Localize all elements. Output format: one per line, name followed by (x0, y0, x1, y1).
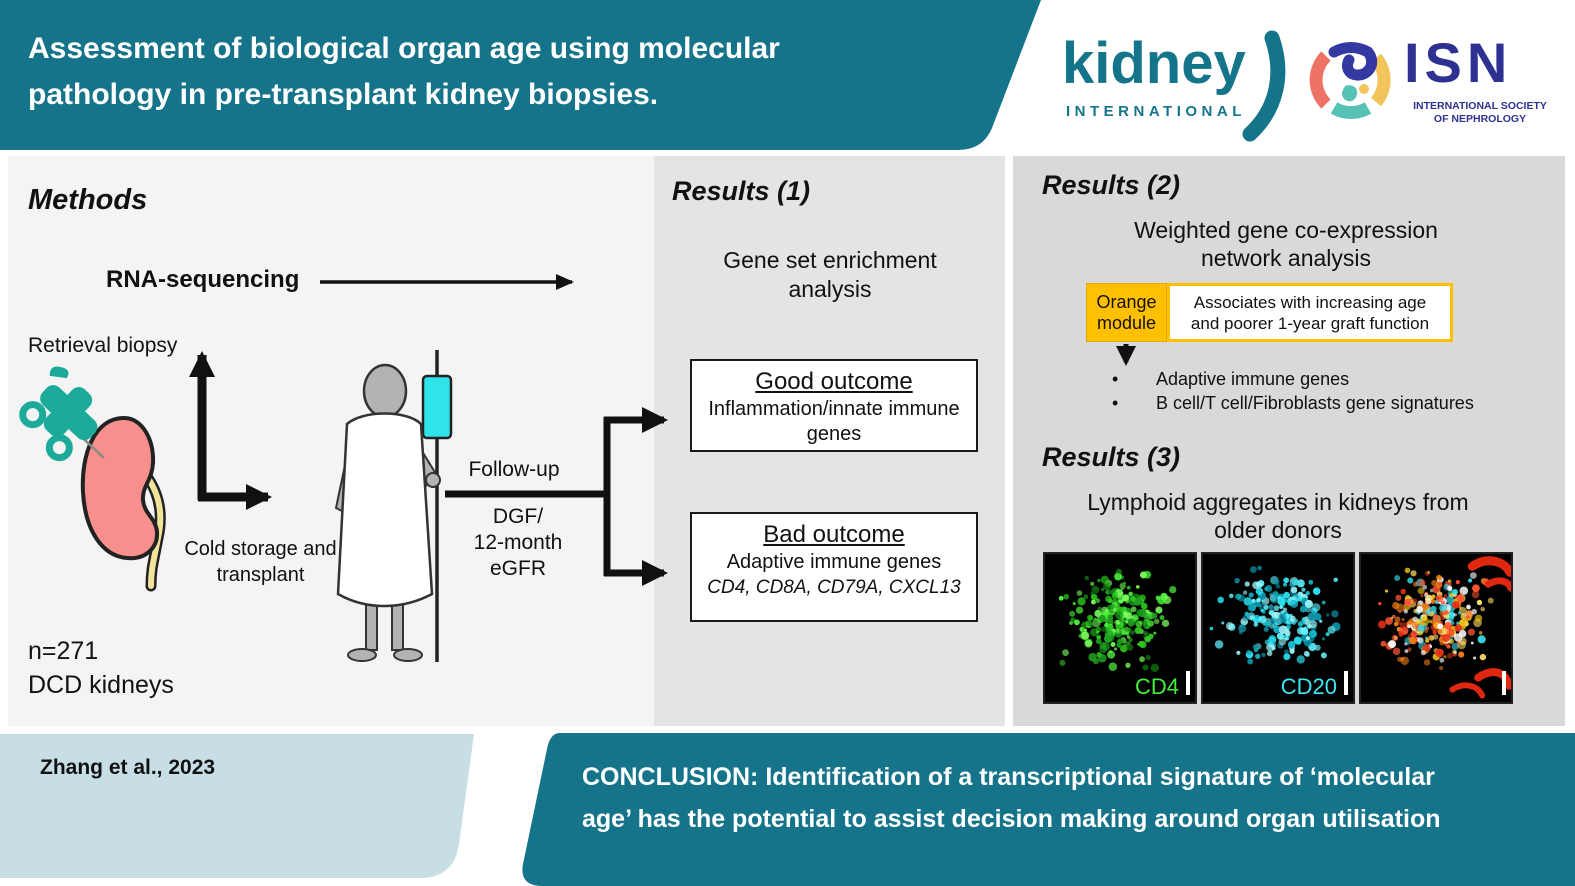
results2-subtitle: Weighted gene co-expression network anal… (1134, 217, 1438, 271)
results1-subtitle: Gene set enrichment analysis (723, 247, 937, 302)
bad-outcome-box: Bad outcome Adaptive immune genes CD4, C… (690, 512, 978, 622)
cold-storage-label: Cold storage and transplant (184, 538, 337, 586)
merged-fluorescence-image (1377, 556, 1511, 699)
citation: Zhang et al., 2023 (40, 756, 216, 779)
cd20-fluorescence-image (1209, 565, 1341, 665)
module-description-box: Associates with increasing age and poore… (1167, 283, 1453, 342)
scale-bar (1502, 671, 1506, 695)
page-title-line2: pathology in pre-transplant kidney biops… (28, 78, 659, 111)
retrieval-biopsy-label: Retrieval biopsy (28, 334, 178, 357)
conclusion-line2: age’ has the potential to assist decisio… (582, 805, 1441, 833)
page-title-line1: Assessment of biological organ age using… (28, 32, 780, 65)
page-title: Assessment of biological organ age using… (28, 26, 988, 118)
follow-up-label: Follow-up (468, 458, 560, 481)
micrograph-cd20: CD20 (1201, 552, 1355, 704)
bullet-text: B cell/T cell/Fibroblasts gene signature… (1156, 393, 1474, 413)
bullet-icon: • (1112, 369, 1119, 389)
good-outcome-body: Inflammation/innate immune genes (708, 398, 960, 445)
conclusion-text: CONCLUSION: Identification of a transcri… (582, 756, 1532, 840)
results2-bullet-2: • B cell/T cell/Fibroblasts gene signatu… (1112, 392, 1532, 415)
bad-outcome-genes: CD4, CD8A, CD79A, CXCL13 (707, 577, 961, 598)
results2-bullet-1: • Adaptive immune genes (1112, 368, 1532, 391)
bullet-text: Adaptive immune genes (1156, 369, 1350, 389)
bullet-icon: • (1112, 393, 1119, 413)
results3-heading: Results (3) (1042, 442, 1181, 472)
methods-heading: Methods (28, 184, 148, 216)
outcome-measures-label: DGF/ 12-month eGFR (473, 505, 563, 580)
isn-subtitle-line2: OF NEPHROLOGY (1433, 112, 1527, 125)
sample-size-label: n=271 DCD kidneys (28, 637, 174, 699)
kidney-international-subtitle: INTERNATIONAL (1066, 103, 1246, 120)
isn-logo-subtitle: INTERNATIONAL SOCIETY OF NEPHROLOGY (1400, 100, 1560, 125)
good-outcome-box: Good outcome Inflammation/innate immune … (690, 359, 978, 452)
rna-sequencing-label: RNA-sequencing (106, 266, 300, 293)
bad-outcome-title: Bad outcome (763, 521, 905, 548)
conclusion-line1: CONCLUSION: Identification of a transcri… (582, 763, 1435, 791)
orange-module-box: Orange module (1086, 283, 1167, 342)
cd4-label: CD4 (1134, 674, 1179, 699)
isn-subtitle-line1: INTERNATIONAL SOCIETY (1413, 100, 1547, 112)
results1-heading: Results (1) (672, 176, 811, 206)
results3-subtitle: Lymphoid aggregates in kidneys from olde… (1087, 489, 1469, 543)
micrograph-strip: CD4 CD20 (1043, 552, 1513, 704)
isn-logo-text: ISN (1404, 31, 1513, 94)
micrograph-merged (1359, 552, 1513, 704)
scale-bar (1186, 671, 1190, 695)
good-outcome-title: Good outcome (755, 368, 913, 395)
isn-emblem-icon (1309, 41, 1391, 120)
kidney-international-logo: kidney (1062, 31, 1246, 96)
results2-heading: Results (2) (1042, 170, 1181, 200)
scale-bar (1344, 671, 1348, 695)
cd20-label: CD20 (1280, 674, 1337, 699)
bad-outcome-body: Adaptive immune genes (726, 551, 942, 573)
micrograph-cd4: CD4 (1043, 552, 1197, 704)
cd4-fluorescence-image (1058, 568, 1177, 673)
